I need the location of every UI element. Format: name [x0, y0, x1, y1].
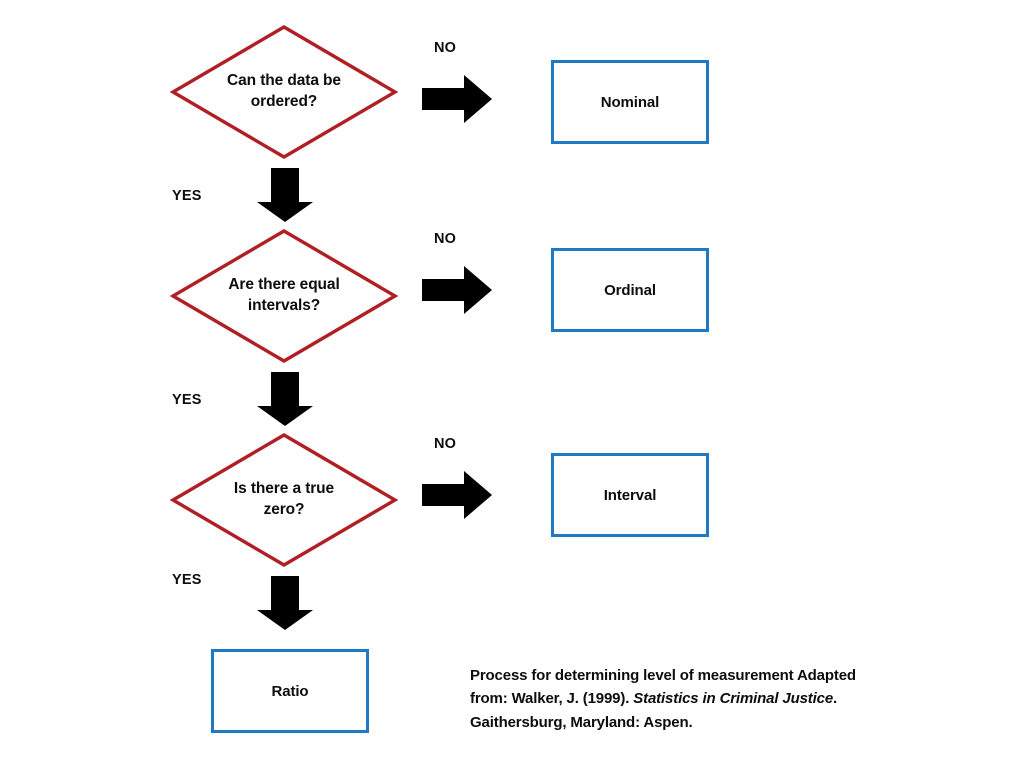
caption-line-3-plain: . Gaithersburg, Maryland: [470, 690, 838, 731]
edge-label-no-2: NO [434, 231, 457, 247]
outcome-label-nominal: Nominal [600, 93, 660, 111]
arrow-down-icon-3 [257, 576, 313, 630]
decision-label-order: Can the data be ordered? [227, 72, 341, 110]
outcome-box-ratio[interactable]: Ratio [211, 649, 369, 733]
caption-line-2-plain: Adapted from: Walker, J. (1999). [470, 667, 856, 708]
caption-line-2-italic: Statistics in [633, 690, 716, 708]
arrow-down-icon-2 [257, 372, 313, 426]
decision-label-true-zero: Is there a true zero? [233, 480, 335, 518]
caption-line-4-plain: Aspen. [643, 713, 693, 731]
edge-label-yes-3: YES [172, 572, 202, 588]
edge-label-no-1: NO [434, 40, 457, 56]
diamond-shape [169, 433, 399, 567]
outcome-label-interval: Interval [603, 486, 657, 504]
outcome-label-ratio: Ratio [271, 682, 309, 700]
edge-label-yes-2: YES [172, 392, 202, 408]
edge-label-no-3: NO [434, 436, 457, 452]
diamond-shape [169, 25, 399, 159]
caption-line-1: Process for determining level of measure… [470, 667, 794, 684]
decision-node-order[interactable]: Can the data be ordered? [169, 24, 399, 160]
outcome-box-ordinal[interactable]: Ordinal [551, 248, 709, 332]
outcome-box-nominal[interactable]: Nominal [551, 60, 709, 144]
decision-label-equal-intervals: Are there equal intervals? [228, 276, 340, 314]
arrow-down-icon-1 [257, 168, 313, 222]
arrow-right-icon-3 [422, 471, 492, 519]
caption-line-3-italic: Criminal Justice [719, 690, 834, 708]
outcome-label-ordinal: Ordinal [604, 281, 656, 299]
source-caption: Process for determining level of measure… [470, 664, 870, 734]
diamond-shape [169, 229, 399, 363]
edge-label-yes-1: YES [172, 188, 202, 204]
decision-node-true-zero[interactable]: Is there a true zero? [169, 432, 399, 568]
arrow-right-icon-2 [422, 266, 492, 314]
outcome-box-interval[interactable]: Interval [551, 453, 709, 537]
arrow-right-icon-1 [422, 75, 492, 123]
decision-node-equal-intervals[interactable]: Are there equal intervals? [169, 228, 399, 364]
